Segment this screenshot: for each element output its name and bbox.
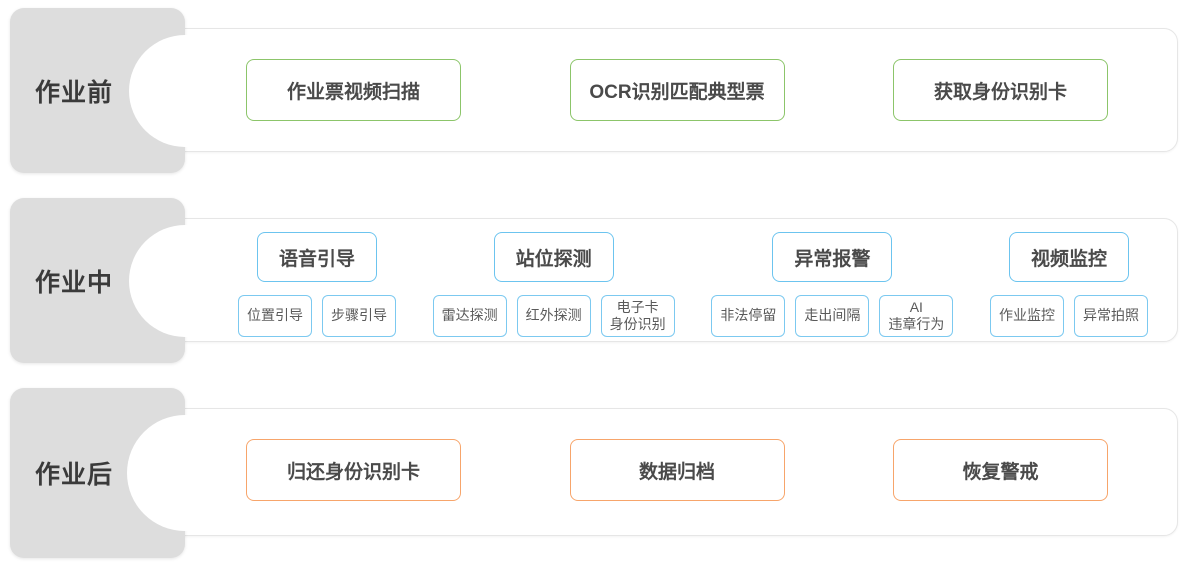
phase-tab-notch — [129, 224, 241, 337]
sub-box-ai-violation[interactable]: AI 违章行为 — [879, 295, 954, 337]
sub-box-illegal-stay[interactable]: 非法停留 — [711, 295, 786, 337]
phase-groups-after: 归还身份识别卡 数据归档 恢复警戒 — [190, 408, 1170, 532]
phase-row-before: 作业前 作业票视频扫描 OCR识别匹配典型票 获取身份识别卡 — [0, 8, 1200, 173]
phase-tab-notch — [127, 415, 243, 531]
phase-groups-during: 语音引导 位置引导 步骤引导 站位探测 雷达探测 红外探测 电子卡 身份识别 异… — [190, 218, 1170, 356]
sub-box-radar-detection[interactable]: 雷达探测 — [432, 295, 507, 337]
sub-box-work-monitoring[interactable]: 作业监控 — [990, 295, 1065, 337]
sub-box-ecard-identity[interactable]: 电子卡 身份识别 — [600, 295, 675, 337]
phase-label-before: 作业前 — [34, 78, 113, 107]
phase-tab-before: 作业前 — [10, 8, 241, 173]
sub-boxes-video-monitoring: 作业监控 异常拍照 — [990, 295, 1149, 337]
phase-label-during: 作业中 — [34, 268, 113, 297]
sub-box-leave-interval[interactable]: 走出间隔 — [795, 295, 870, 337]
sub-boxes-abnormal-alarm: 非法停留 走出间隔 AI 违章行为 — [711, 295, 954, 337]
box-abnormal-alarm[interactable]: 异常报警 — [772, 232, 893, 282]
group-video-monitoring: 视频监控 作业监控 异常拍照 — [990, 232, 1149, 337]
group-voice-guidance: 语音引导 位置引导 步骤引导 — [238, 232, 396, 337]
sub-boxes-position-detection: 雷达探测 红外探测 电子卡 身份识别 — [432, 295, 675, 337]
group-ocr-match: OCR识别匹配典型票 — [569, 59, 785, 121]
group-return-id-card: 归还身份识别卡 — [246, 439, 461, 501]
box-voice-guidance[interactable]: 语音引导 — [257, 232, 377, 282]
phase-row-after: 作业后 归还身份识别卡 数据归档 恢复警戒 — [0, 388, 1200, 558]
group-work-ticket-scan: 作业票视频扫描 — [246, 59, 461, 121]
box-data-archive[interactable]: 数据归档 — [569, 439, 785, 501]
group-get-id-card: 获取身份识别卡 — [893, 59, 1108, 121]
box-return-id-card[interactable]: 归还身份识别卡 — [246, 439, 461, 501]
sub-box-abnormal-photo[interactable]: 异常拍照 — [1074, 295, 1149, 337]
sub-boxes-voice-guidance: 位置引导 步骤引导 — [238, 295, 396, 337]
group-abnormal-alarm: 异常报警 非法停留 走出间隔 AI 违章行为 — [711, 232, 954, 337]
box-ocr-match[interactable]: OCR识别匹配典型票 — [569, 59, 785, 121]
group-position-detection: 站位探测 雷达探测 红外探测 电子卡 身份识别 — [432, 232, 675, 337]
phase-tab-after: 作业后 — [10, 388, 243, 558]
phase-label-after: 作业后 — [34, 461, 113, 489]
sub-box-position-guidance[interactable]: 位置引导 — [238, 295, 312, 337]
box-position-detection[interactable]: 站位探测 — [493, 232, 614, 282]
phase-row-during: 作业中 语音引导 位置引导 步骤引导 站位探测 雷达探测 红外探测 电子卡 身份… — [0, 198, 1200, 363]
box-restore-alert[interactable]: 恢复警戒 — [893, 439, 1108, 501]
sub-box-step-guidance[interactable]: 步骤引导 — [322, 295, 396, 337]
box-get-id-card[interactable]: 获取身份识别卡 — [893, 59, 1108, 121]
phase-groups-before: 作业票视频扫描 OCR识别匹配典型票 获取身份识别卡 — [190, 28, 1170, 152]
phase-tab-during: 作业中 — [10, 198, 241, 363]
box-work-ticket-scan[interactable]: 作业票视频扫描 — [246, 59, 461, 121]
phase-tab-notch — [129, 34, 241, 147]
box-video-monitoring[interactable]: 视频监控 — [1009, 232, 1130, 282]
group-restore-alert: 恢复警戒 — [893, 439, 1108, 501]
sub-box-infrared-detection[interactable]: 红外探测 — [516, 295, 591, 337]
group-data-archive: 数据归档 — [569, 439, 785, 501]
